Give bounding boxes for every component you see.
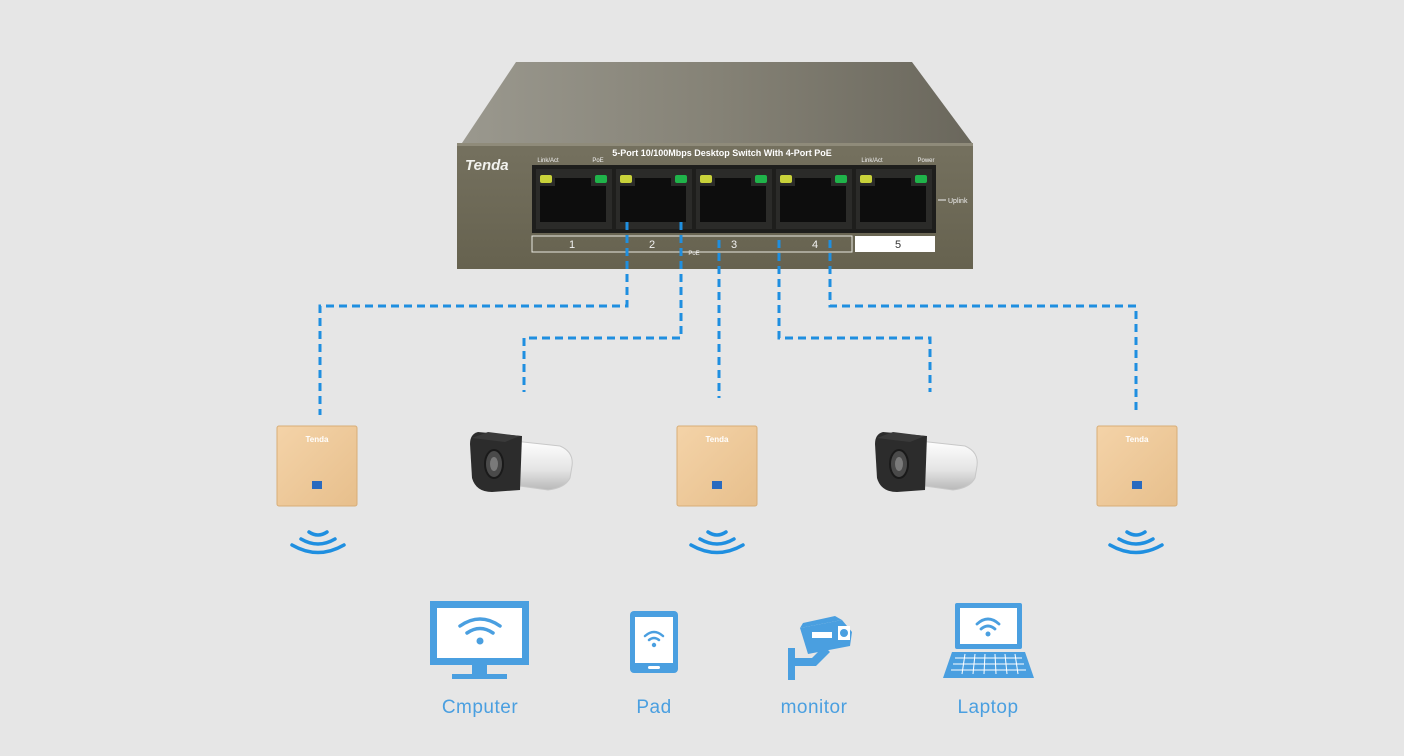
bullet-camera-right [875,432,978,492]
wifi-signal-icon [1108,530,1164,555]
led-link-port-1 [540,175,552,183]
cable-port4-to-ap-right [828,240,1138,415]
wifi-signal-icon [689,530,745,555]
led-link-port-4 [780,175,792,183]
ethernet-port-4 [776,169,852,229]
ethernet-port-1 [536,169,612,229]
wifi-signal-icon [290,530,346,555]
led-power [915,175,927,183]
led-label-link-act-right: Link/Act [861,158,883,164]
poe-group-label: PoE [688,251,699,257]
client-label-pad: Pad [636,697,672,718]
ethernet-port-3 [696,169,772,229]
switch-top-panel [462,62,972,143]
access-point-right: Tenda [1096,425,1178,507]
poe-switch: Tenda 5-Port 10/100Mbps Desktop Switch W… [457,62,973,269]
ap-brand-logo: Tenda [1126,435,1150,444]
uplink-label: Uplink [948,198,968,205]
switch-brand-logo: Tenda [465,157,509,174]
client-label-laptop: Laptop [957,697,1019,718]
port-number-1: 1 [569,239,575,251]
bullet-camera-left [470,432,573,492]
ap-brand-logo: Tenda [306,435,330,444]
port-number-box-uplink [855,236,935,252]
ethernet-port-5 [856,169,932,229]
led-link-port-3 [700,175,712,183]
led-poe-port-1 [595,175,607,183]
ap-brand-logo: Tenda [706,435,730,444]
switch-model-text: 5-Port 10/100Mbps Desktop Switch With 4-… [612,148,831,158]
port-number-3: 3 [731,239,737,251]
led-poe-port-3 [755,175,767,183]
cable-port2-to-ap-left [318,222,629,415]
access-point-center: Tenda [676,425,758,507]
switch-edge [457,143,973,146]
tablet-icon [630,611,678,673]
ap-ethernet-jack [312,481,322,489]
led-label-poe: PoE [592,158,603,164]
led-link-port-2 [620,175,632,183]
port-number-4: 4 [812,239,818,251]
port-number-5: 5 [895,239,901,251]
poe-cables [318,222,1138,415]
laptop-icon [943,603,1034,678]
led-link-port-5 [860,175,872,183]
port-number-strip-poe [531,235,853,253]
port-number-2: 2 [649,239,655,251]
cable-port2-to-camera-left [522,222,683,392]
ethernet-port-2 [616,169,692,229]
led-poe-port-2 [675,175,687,183]
led-poe-port-4 [835,175,847,183]
computer-monitor-icon [430,601,529,679]
led-label-link-act-left: Link/Act [537,158,559,164]
security-camera-icon [788,616,852,680]
led-label-power: Power [917,158,934,164]
client-label-computer: Cmputer [441,697,519,718]
access-point-left: Tenda [276,425,358,507]
cable-port4-to-camera-right [777,240,932,392]
client-label-monitor: monitor [780,697,848,718]
ap-ethernet-jack [1132,481,1142,489]
ap-ethernet-jack [712,481,722,489]
